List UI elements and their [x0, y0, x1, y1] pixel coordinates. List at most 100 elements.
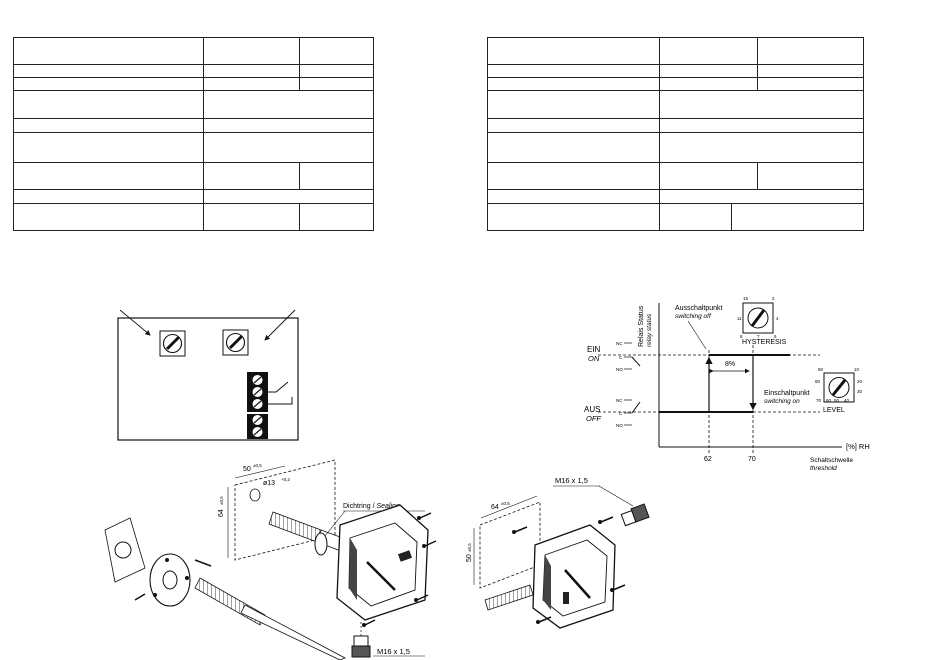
switch-off-label: Ausschaltpunkt [675, 305, 723, 312]
cell [203, 162, 300, 190]
board-outline [117, 317, 299, 441]
contact-nc-off: NC [616, 398, 623, 403]
sensor-housing-2-icon [532, 524, 616, 629]
hysteresis-label: HYSTERESIS [742, 339, 787, 346]
dim-64-tol: ±0,5 [219, 496, 224, 505]
dim-50-line [234, 465, 286, 479]
switch-on-label-en: switching on [764, 398, 800, 405]
level-tick-50: 50 [834, 398, 840, 403]
sealing-leader [324, 510, 346, 537]
threshold-label-en: threshold [810, 465, 837, 472]
cell [487, 37, 660, 65]
board-schematic [117, 309, 299, 441]
switch-off-label-en: switching off [675, 313, 712, 320]
level-tick-60: 60 [826, 398, 832, 403]
screw-icon [512, 516, 626, 624]
dim-50-tol: ±0,5 [253, 463, 262, 468]
cell [203, 118, 374, 133]
sealing-separator: / [371, 503, 377, 510]
cell [13, 118, 204, 133]
cell [299, 162, 374, 190]
thread-bottom: M16 x 1,5 [377, 647, 410, 656]
level-tick-40: 40 [844, 398, 850, 403]
cell [487, 118, 660, 133]
cell [757, 37, 864, 65]
screw-icon [134, 559, 212, 601]
level-tick-90: 90 [818, 367, 824, 372]
cell [203, 189, 374, 204]
switch-on-label: Einschaltpunkt [764, 390, 810, 397]
cell [487, 203, 660, 231]
cable-gland-2-icon [620, 503, 650, 527]
contact-off-symbol-icon [624, 399, 641, 426]
cell [757, 77, 864, 91]
pointer-arrow-right [264, 309, 296, 341]
probe-wall-icon [484, 584, 534, 611]
cable-gland-icon [351, 622, 371, 658]
cell [299, 203, 374, 231]
cell [757, 162, 864, 190]
dim-64: 64 [218, 509, 225, 517]
hyst-tick-4: 4 [776, 316, 779, 321]
wall-mounting-drawing: 64 ±0,5 50 ±0,5 M16 x 1,5 [466, 476, 650, 629]
spec-table-left [13, 37, 374, 231]
cell [659, 64, 758, 78]
contact-c-off: C [619, 411, 623, 416]
cell [203, 132, 374, 163]
dim2-50-tol: ±0,5 [467, 543, 472, 552]
cell [659, 118, 864, 133]
mounting-flange-icon [104, 517, 191, 607]
y-axis-label-en: relay status [646, 313, 653, 347]
contact-c-on: C [619, 355, 623, 360]
level-label: LEVEL [823, 407, 845, 414]
contact-nc-on: NC [616, 341, 623, 346]
hyst-tick-8: 8 [740, 334, 743, 339]
thread-right: M16 x 1,5 [555, 476, 588, 485]
y-axis-label: Relais Status [638, 305, 645, 347]
terminal-block-power-icon [247, 414, 268, 439]
cell [299, 77, 374, 91]
cell [13, 90, 204, 119]
cell [13, 203, 204, 231]
gap-label: 8% [725, 361, 735, 368]
screw-icon [362, 512, 437, 627]
cell [13, 64, 204, 78]
contact-on-symbol-icon [624, 342, 641, 370]
cell [659, 189, 864, 204]
level-tick-70: 70 [816, 398, 822, 403]
off-label-en: OFF [586, 414, 601, 423]
cell [659, 162, 758, 190]
hyst-tick-2: 2 [772, 296, 775, 301]
cell [203, 77, 300, 91]
level-tick-30: 30 [857, 389, 863, 394]
cell [659, 77, 758, 91]
cell [487, 132, 660, 163]
cell [731, 203, 864, 231]
dim2-50: 50 [466, 554, 473, 562]
hole-diameter: ø13 [263, 480, 275, 487]
sealing-label: Dichtring / Sealing [343, 503, 400, 510]
cell [203, 37, 300, 65]
spec-table-right [487, 37, 864, 231]
thread-right-leader [598, 485, 634, 507]
hyst-tick-11: 11 [737, 316, 742, 321]
potentiometer-right-icon [222, 329, 249, 356]
cell [13, 189, 204, 204]
cell [13, 37, 204, 65]
mounting-template [234, 459, 336, 561]
sealing-label-de: Dichtring [343, 503, 371, 510]
on-label: EIN [587, 345, 601, 354]
cell [487, 64, 660, 78]
cell [659, 132, 864, 163]
level-tick-80: 80 [815, 379, 821, 384]
hyst-tick-5: 5 [774, 334, 777, 339]
cell [487, 162, 660, 190]
dim2-64: 64 [491, 504, 499, 511]
cell [203, 90, 374, 119]
cell [203, 203, 300, 231]
cell [487, 90, 660, 119]
dim2-64-line [480, 495, 538, 519]
mounting-hole [249, 488, 261, 502]
cell [487, 77, 660, 91]
hyst-tick-7: 7 [757, 334, 760, 339]
